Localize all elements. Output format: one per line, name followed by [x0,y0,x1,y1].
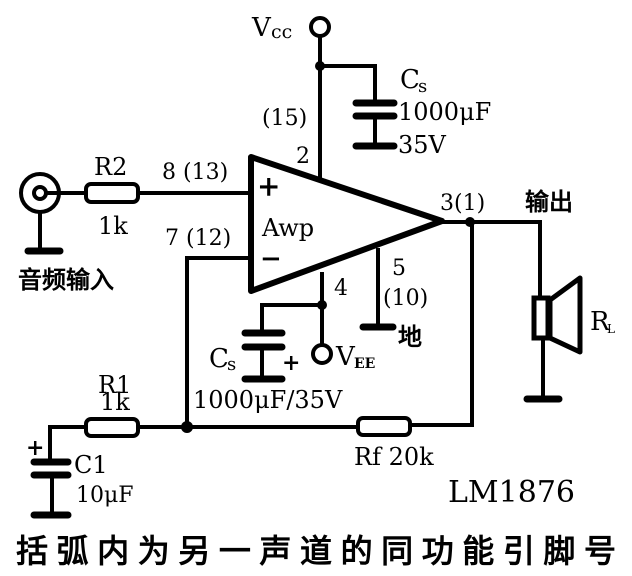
vee-terminal: V EE [311,342,375,372]
r2-resistor [84,182,140,204]
r2-value: 1k [98,212,128,240]
c1-capacitor [30,458,72,519]
vcc-label-sub: cc [271,21,292,43]
c1-polarity: + [26,435,44,461]
cs-bottom-name-sub: s [227,354,236,375]
cs-top-name: C [400,65,420,95]
load-label: R [590,307,611,337]
pin-noninv: 8 (13) [162,160,228,185]
pin-inv: 7 (12) [165,226,231,251]
r1-value: 1k [100,388,130,416]
pin-gnd: 5 [392,256,406,281]
rf-wire-right [408,220,474,427]
output-label: 输出 [525,188,573,216]
pin-vee: 4 [334,276,348,301]
cs-bottom-rating: 1000μF/35V [193,386,343,414]
ground-label: 地 [398,323,422,351]
cs-bottom-capacitor [241,329,286,383]
load-label-sub: L [607,322,615,336]
cs-top-capacitor [352,99,398,150]
audio-input-label: 音频输入 [18,266,114,294]
caption: 括弧内为另一声道的同功能引脚号 [16,532,616,570]
cs-top-wire [318,64,377,100]
pin-vcc: 2 [296,144,310,169]
inv-wire [185,256,253,429]
rf-resistor [356,416,412,437]
r2-name: R2 [94,153,127,181]
pin-gnd-alt: (10) [383,286,428,311]
vcc-terminal: V cc [251,13,331,43]
cs-top-voltage: 35V [398,131,447,159]
r1-resistor [84,417,140,438]
pin-output: 3(1) [440,191,485,216]
vee-label-main: V [335,342,356,372]
plus-sign: + [257,170,280,203]
cs-top-name-sub: s [418,76,427,97]
vee-label-sub: EE [354,356,375,372]
rf-label: Rf 20k [354,443,434,471]
output-junction [465,217,475,227]
c1-wire [48,425,88,460]
chip-title: LM1876 [448,475,575,510]
audio-input-jack [19,172,64,255]
c1-value: 10μF [76,483,134,508]
cs-bottom-polarity: + [282,350,300,376]
minus-sign: − [260,244,282,274]
pin-vcc-alt: (15) [262,106,307,131]
r1-name: R1 [98,371,131,399]
amplifier-label: Awp [261,214,314,242]
vcc-label-main: V [251,13,272,43]
cs-top-value: 1000μF [398,98,491,126]
c1-name: C1 [74,451,108,479]
amplifier-triangle [248,154,445,294]
cs-bottom-wire [260,303,324,332]
cs-bottom-name: C [209,344,229,374]
